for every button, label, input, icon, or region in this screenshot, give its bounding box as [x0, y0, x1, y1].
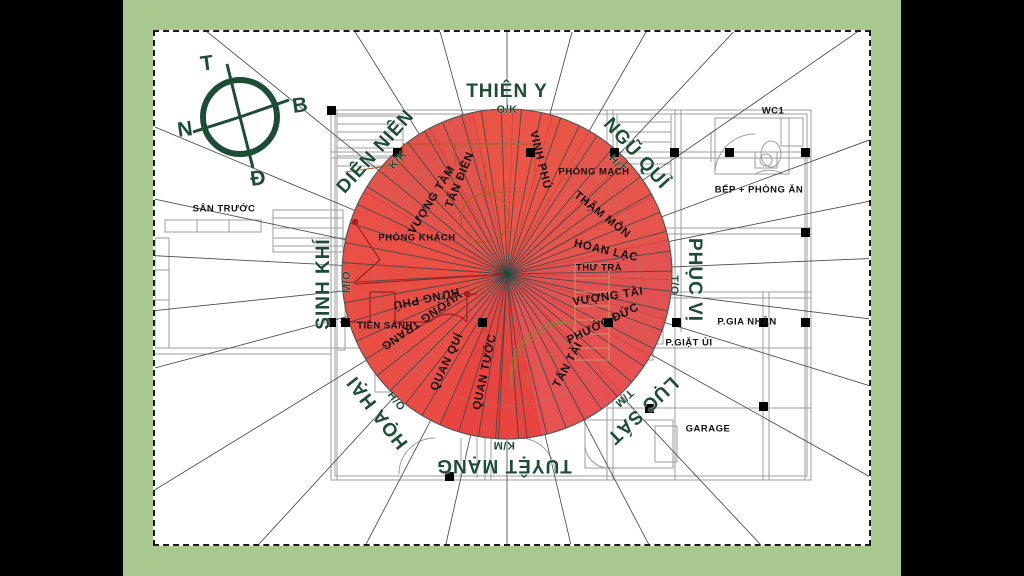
red-overlay-walls: [340, 218, 508, 323]
wheel-inner-circle: [374, 141, 640, 407]
spiral-stair: [510, 321, 576, 389]
wheel-spokes: [342, 109, 673, 439]
compass-rose-graphic: [192, 63, 290, 169]
orange-overlay-walls: [344, 143, 536, 243]
structural-nodes: [327, 106, 810, 481]
drawing-layer: [155, 32, 869, 544]
stair-hatch-right: [574, 263, 610, 361]
wheel-outer-circle: [341, 108, 673, 440]
plan-and-wheel-svg: [155, 32, 869, 544]
wheel-center-hub: [503, 270, 511, 278]
